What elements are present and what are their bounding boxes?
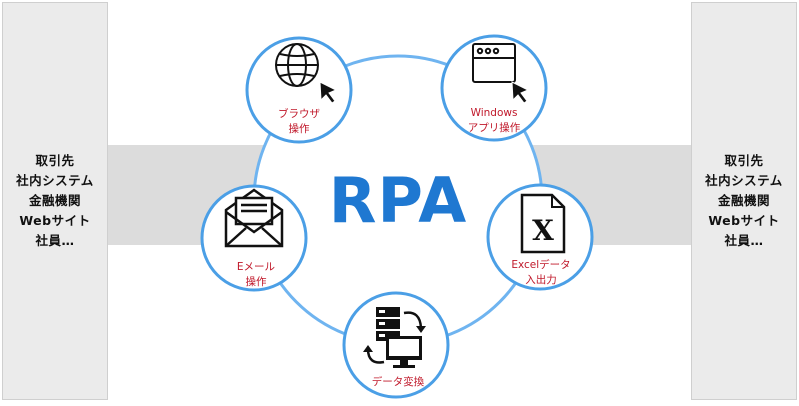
left-item-employee: 社員… <box>35 233 75 248</box>
node-email: Eメール 操作 <box>200 184 308 292</box>
node-windows-circle <box>440 34 548 142</box>
left-item-financial: 金融機関 <box>28 193 81 208</box>
right-item-website: Webサイト <box>708 213 780 228</box>
left-panel-list: 取引先 社内システム 金融機関 Webサイト 社員… <box>16 151 94 251</box>
node-data-label: データ変換 <box>372 375 425 388</box>
window-cursor-icon <box>472 43 530 104</box>
server-monitor-sync-icon <box>363 307 426 368</box>
left-item-internal-system: 社内システム <box>16 173 94 188</box>
excel-file-icon: X <box>520 193 566 254</box>
node-email-label-1: Eメール <box>237 261 275 273</box>
left-item-website: Webサイト <box>19 213 91 228</box>
right-item-internal-system: 社内システム <box>705 173 783 188</box>
left-item-partner: 取引先 <box>35 153 75 168</box>
left-panel: 取引先 社内システム 金融機関 Webサイト 社員… <box>2 2 108 400</box>
right-panel: 取引先 社内システム 金融機関 Webサイト 社員… <box>691 2 797 400</box>
rpa-title: RPA <box>329 164 467 237</box>
node-windows: Windows アプリ操作 <box>440 34 548 142</box>
right-item-financial: 金融機関 <box>717 193 770 208</box>
node-excel-label-2: 入出力 <box>525 273 557 286</box>
node-excel-label-1: Excelデータ <box>511 258 570 271</box>
node-excel: X Excelデータ 入出力 <box>486 183 594 291</box>
node-browser-circle <box>245 36 353 144</box>
right-panel-list: 取引先 社内システム 金融機関 Webサイト 社員… <box>705 151 783 251</box>
right-item-employee: 社員… <box>724 233 764 248</box>
node-windows-label-1: Windows <box>471 107 518 119</box>
envelope-icon <box>224 188 284 248</box>
node-email-label-2: 操作 <box>246 275 267 288</box>
node-browser-label-1: ブラウザ <box>278 107 320 120</box>
globe-cursor-icon <box>275 43 338 104</box>
node-browser-label-2: 操作 <box>289 122 310 135</box>
svg-text:X: X <box>532 214 554 247</box>
right-item-partner: 取引先 <box>724 153 764 168</box>
node-browser: ブラウザ 操作 <box>245 36 353 144</box>
node-windows-label-2: アプリ操作 <box>468 121 521 134</box>
node-data: データ変換 <box>342 291 450 399</box>
